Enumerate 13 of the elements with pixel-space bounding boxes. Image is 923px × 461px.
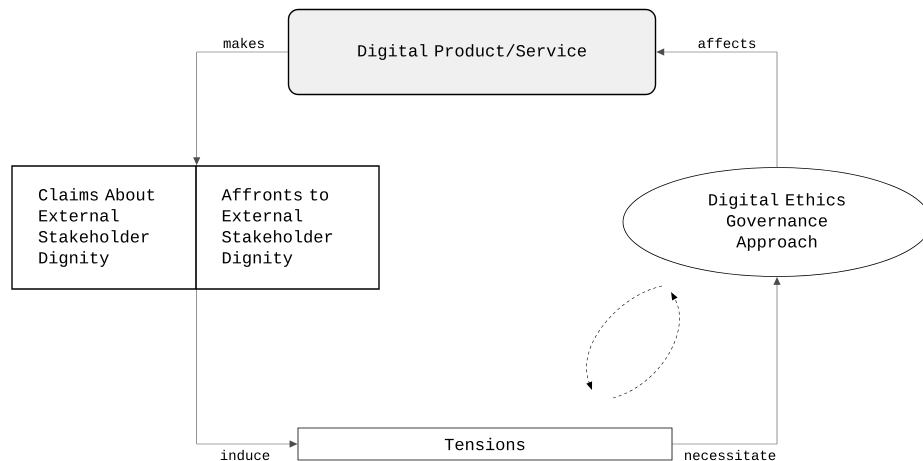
node-text: Digital Ethics Governance Approach xyxy=(709,193,845,251)
process-box xyxy=(288,8,656,96)
edge-label: necessitate xyxy=(682,448,778,461)
node-text: Digital Product/Service xyxy=(358,44,586,60)
node-text: Tensions xyxy=(444,438,524,450)
tensions-box xyxy=(298,428,672,460)
claims-box xyxy=(11,165,197,290)
node-text: Affronts to External Stakeholder Dignity xyxy=(222,188,332,267)
affronts-box xyxy=(195,165,380,290)
edge-label: makes xyxy=(222,36,266,50)
edge-label: induce xyxy=(218,448,272,461)
edge-label: affects xyxy=(696,36,758,50)
node-text: Claims About External Stakeholder Dignity xyxy=(38,188,154,267)
